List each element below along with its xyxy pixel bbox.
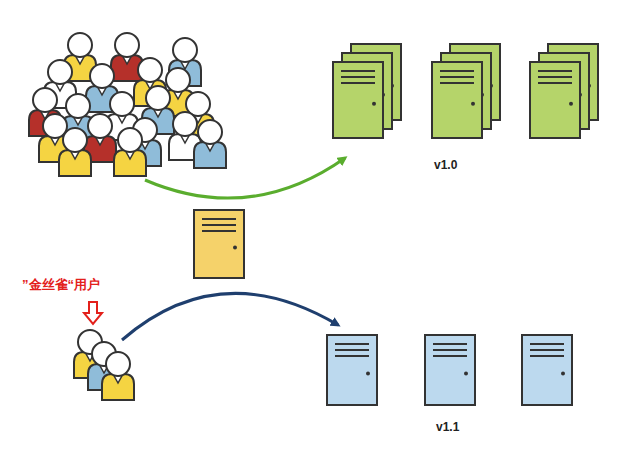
person-head	[66, 94, 90, 118]
server-slot	[341, 82, 375, 84]
server-slot	[433, 343, 467, 345]
person-head	[146, 86, 170, 110]
server-slot	[335, 343, 369, 345]
server-slot	[202, 218, 236, 220]
person-head	[110, 92, 134, 116]
server-led	[471, 102, 475, 106]
server-slot	[202, 224, 236, 226]
server-slot	[202, 230, 236, 232]
server-slot	[341, 76, 375, 78]
person-head	[115, 33, 139, 57]
server-slot	[433, 349, 467, 351]
server-slot	[433, 355, 467, 357]
person-head	[138, 58, 162, 82]
server-led	[561, 372, 565, 376]
server-case	[425, 335, 475, 405]
server-slot	[335, 355, 369, 357]
server-slot	[538, 82, 572, 84]
person-body	[194, 142, 226, 168]
server-case	[194, 210, 244, 278]
server-case	[522, 335, 572, 405]
version-label: v1.1	[436, 420, 459, 434]
pointer-arrow	[84, 302, 102, 324]
server-slot	[341, 70, 375, 72]
load-balancer	[194, 210, 244, 278]
server-led	[464, 372, 468, 376]
server-slot	[440, 82, 474, 84]
flow-arrow	[145, 158, 345, 198]
person-head	[68, 33, 92, 57]
server-slot	[530, 349, 564, 351]
server-led	[372, 102, 376, 106]
person-head	[63, 128, 87, 152]
canary-label: ”金丝雀“用户	[22, 276, 100, 294]
server-slot	[335, 349, 369, 351]
person-head	[106, 352, 130, 376]
server-slot	[530, 343, 564, 345]
user-crowd	[29, 33, 226, 176]
person-head	[118, 128, 142, 152]
person-head	[173, 38, 197, 62]
version-label: v1.0	[434, 158, 457, 172]
canary-users	[74, 330, 134, 400]
person-head	[166, 68, 190, 92]
person-head	[33, 88, 57, 112]
person-body	[102, 374, 134, 400]
server-case	[327, 335, 377, 405]
v11-servers	[327, 335, 572, 405]
server-led	[233, 245, 237, 249]
person-head	[90, 64, 114, 88]
server-case	[333, 62, 383, 138]
person-body	[59, 150, 91, 176]
person-head	[198, 120, 222, 144]
server-slot	[530, 355, 564, 357]
person-head	[173, 112, 197, 136]
person-head	[88, 114, 112, 138]
server-slot	[538, 76, 572, 78]
server-case	[432, 62, 482, 138]
server-led	[366, 372, 370, 376]
server-slot	[440, 70, 474, 72]
server-slot	[538, 70, 572, 72]
server-slot	[440, 76, 474, 78]
server-case	[530, 62, 580, 138]
person-head	[48, 60, 72, 84]
person-body	[114, 150, 146, 176]
flow-arrow	[122, 293, 338, 340]
server-led	[569, 102, 573, 106]
v10-servers	[333, 44, 598, 138]
